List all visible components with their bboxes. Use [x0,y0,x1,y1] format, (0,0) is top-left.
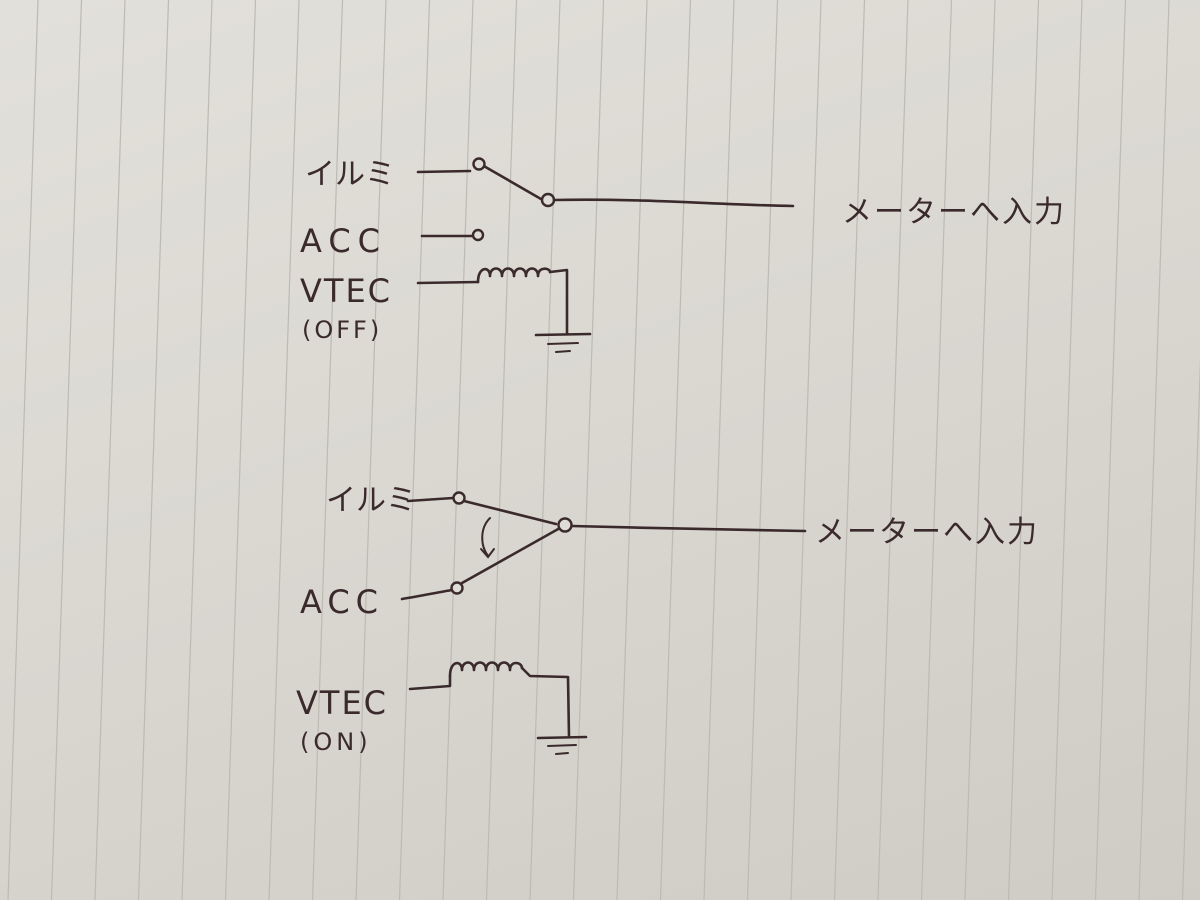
ruled-line [833,0,866,900]
switch-motion-arrowhead [480,548,495,559]
relay-coil-on [448,661,524,678]
label-acc-on: ACC [300,583,384,621]
label-output-on: メーターへ入力 [815,515,1039,550]
ruled-line [7,0,39,900]
label-output-off: メーターへ入力 [842,195,1066,230]
wire-ground-off [548,268,569,336]
switch-arm-on [460,526,562,585]
ruled-line [442,0,474,900]
ruled-line [877,0,909,900]
ruled-line [529,0,561,900]
contact-acc-on [450,581,464,595]
ground-symbol-line3-off [555,350,571,353]
ruled-line [1094,0,1127,900]
ruled-line [616,0,648,900]
ruled-line [398,0,431,900]
diagram-vtec-on: イルミ ACC VTEC (ON) メーターへ入力 [296,483,1039,756]
ruled-line [572,0,605,900]
ruled-line [1181,356,1200,900]
ruled-line [311,0,344,900]
wire-vtec-off [416,280,480,285]
ruled-line [1051,0,1083,900]
label-state-on: (ON) [300,728,372,756]
ruled-line [790,0,822,900]
contact-common-on [557,517,573,533]
ruled-line [485,0,518,900]
contact-illumi-off [472,157,486,171]
ruled-line [50,0,83,900]
contact-acc-off [471,228,485,242]
ruled-line [94,0,126,900]
wire-acc-on [400,588,454,601]
ruled-line [1138,0,1170,900]
wire-vtec-on [408,674,452,691]
label-vtec-off: VTEC [300,272,392,310]
wire-output-off [552,198,795,208]
label-illumi-off: イルミ [305,157,395,192]
ruled-line [746,0,779,900]
wire-output-on [570,524,807,533]
label-illumi-on: イルミ [326,483,416,518]
ruled-line [1007,0,1040,900]
ground-symbol-line2-on [547,744,577,747]
label-acc-off: ACC [300,222,387,260]
ground-symbol-line1-on [536,735,588,740]
relay-coil-off [476,267,552,284]
ruled-line [355,0,387,900]
ground-symbol-line1-off [534,332,592,337]
switch-motion-arrow [481,517,491,557]
ground-symbol-line3-on [555,752,569,755]
contact-common-off [540,192,556,208]
ruled-line [268,0,300,900]
diagram-vtec-off: イルミ ACC VTEC (OFF) メーターへ入力 [300,157,1066,353]
switch-arm-previous-on [462,499,558,526]
ruled-line [137,0,170,900]
ruled-line [224,0,257,900]
ruled-line [920,0,953,900]
ruled-line [703,0,735,900]
wire-illumi-off [416,169,472,174]
contact-illumi-on [452,491,466,505]
ruled-line [964,0,996,900]
wire-ground-on [520,666,571,739]
ruled-line [659,0,692,900]
label-vtec-on: VTEC [296,684,388,722]
wire-illumi-on [406,496,455,503]
ruled-line [181,0,213,900]
switch-arm-off [480,163,543,201]
label-state-off: (OFF) [302,316,382,344]
ground-symbol-line2-off [547,342,579,345]
